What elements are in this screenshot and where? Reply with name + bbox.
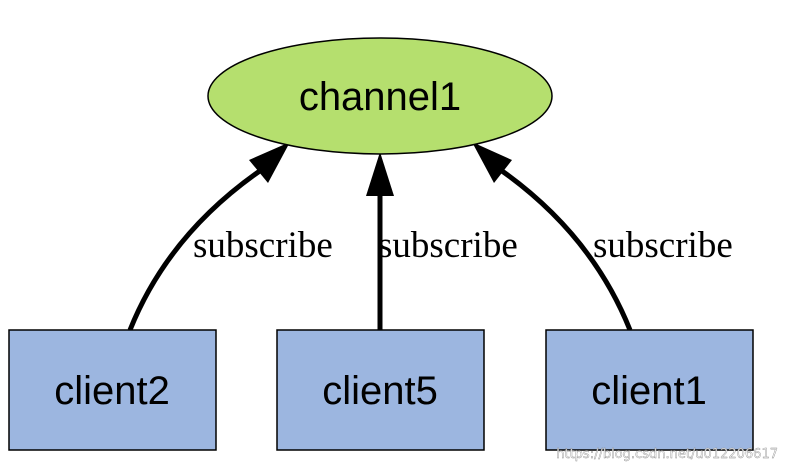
arrowhead-client2 xyxy=(249,142,290,183)
channel-ellipse xyxy=(207,37,553,155)
edge-label-client2: subscribe xyxy=(193,225,333,266)
client-label-client2: client2 xyxy=(54,369,170,413)
arrowhead-client1 xyxy=(472,142,512,183)
channel-label: channel1 xyxy=(299,75,461,119)
channel-node: channel1 xyxy=(207,37,553,155)
edge-label-client1: subscribe xyxy=(593,225,733,266)
edge-labels: subscribe subscribe subscribe xyxy=(193,225,733,266)
client-box-client1 xyxy=(545,329,754,451)
edge-client2-to-channel1 xyxy=(127,161,272,331)
client-box-client2 xyxy=(8,329,217,451)
arrowhead-client5 xyxy=(366,152,394,196)
edge-label-client5: subscribe xyxy=(378,225,518,266)
client-nodes: client2 client5 client1 xyxy=(8,329,754,451)
client-label-client1: client1 xyxy=(591,369,707,413)
client-label-client5: client5 xyxy=(322,369,438,413)
client-box-client5 xyxy=(276,329,485,451)
edges xyxy=(127,142,633,331)
edge-client1-to-channel1 xyxy=(490,161,633,331)
watermark-text: https://blog.csdn.net/u012206617 xyxy=(556,447,778,462)
